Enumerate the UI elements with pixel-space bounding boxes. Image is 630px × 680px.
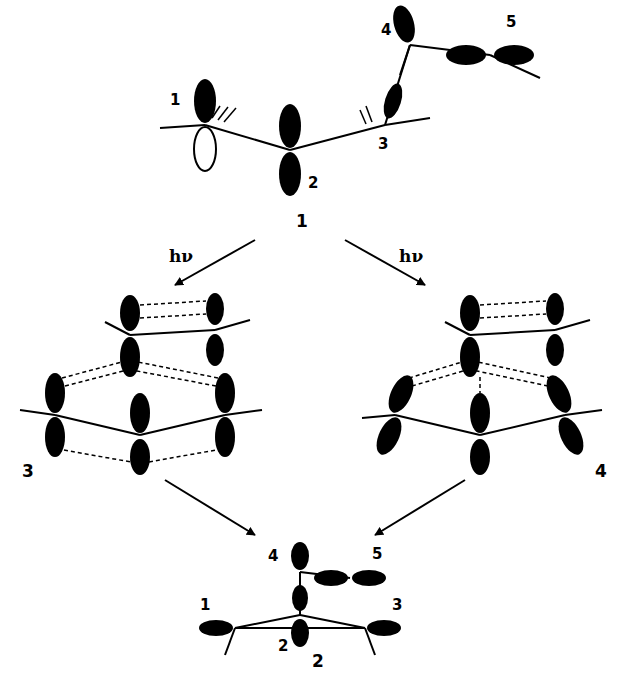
label-holder: 3: [392, 597, 402, 614]
label-holder: hν: [397, 247, 425, 266]
reaction-arrow: [345, 240, 425, 285]
atom-number: 5: [372, 546, 382, 563]
transition-state-3: [20, 293, 262, 475]
compound-number: 4: [595, 462, 607, 481]
label-holder: 5: [372, 546, 382, 563]
atom-number: 5: [506, 14, 516, 31]
product-2: [199, 542, 401, 655]
compound-number: 2: [312, 652, 324, 671]
atom-number: 3: [378, 136, 388, 153]
label-holder: 5: [506, 14, 516, 31]
label-holder: 4: [595, 462, 607, 481]
structure-region: 4: [350, 285, 620, 480]
reaction-arrow: [165, 480, 255, 535]
label-holder: 4: [381, 22, 391, 39]
arrow-label: hν: [167, 247, 195, 266]
compound-number: 3: [22, 462, 34, 481]
atom-number: 4: [268, 548, 278, 565]
atom-number: 2: [308, 175, 318, 192]
label-holder: 1: [170, 92, 180, 109]
label-holder: 3: [22, 462, 34, 481]
structure-region: 1: [150, 5, 550, 240]
atom-number: 4: [381, 22, 391, 39]
atom-number: 1: [200, 597, 210, 614]
atom-number: 3: [392, 597, 402, 614]
label-holder: 2: [312, 652, 324, 671]
atom-number: 1: [170, 92, 180, 109]
label-holder: 1: [200, 597, 210, 614]
label-holder: 2: [308, 175, 318, 192]
atom-number: 2: [278, 638, 288, 655]
label-holder: 3: [378, 136, 388, 153]
transition-state-4: [362, 293, 602, 475]
structure-region: 3: [10, 285, 280, 480]
compound-number: 1: [296, 212, 308, 231]
label-holder: 2: [278, 638, 288, 655]
label-holder: hν: [167, 247, 195, 266]
arrow-label: hν: [397, 247, 425, 266]
structure-region: 2: [170, 535, 460, 678]
label-holder: 1: [296, 212, 308, 231]
label-holder: 4: [268, 548, 278, 565]
reaction-arrow: [375, 480, 465, 535]
molecule-1: [160, 45, 540, 150]
